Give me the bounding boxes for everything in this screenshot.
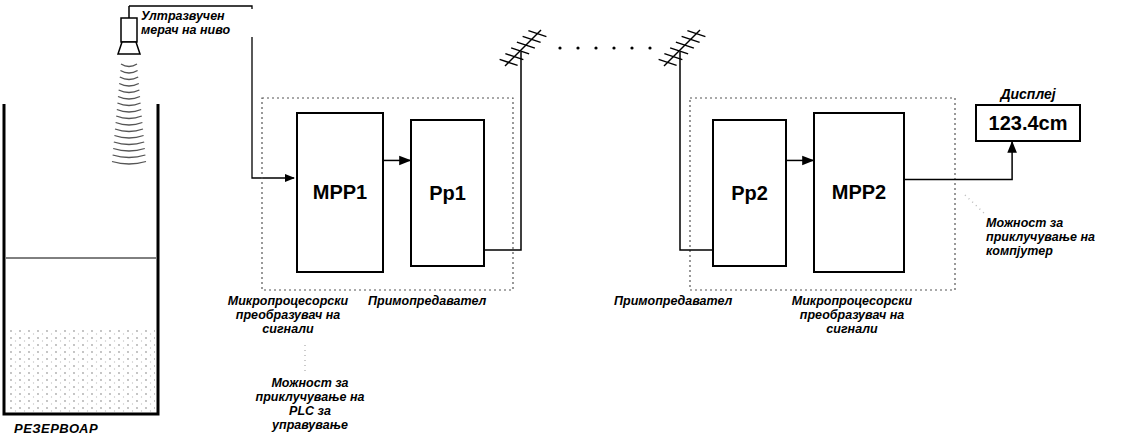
leader-line: [304, 345, 306, 372]
antenna: [500, 30, 547, 66]
antenna-feed: [485, 52, 521, 250]
display-value: 123.4cm: [989, 112, 1068, 135]
part-label: Микропроцесорски преобразувач на сигнали: [790, 294, 914, 336]
radio-link-dots: [558, 46, 651, 49]
leader-line: [965, 195, 985, 214]
antenna: [659, 30, 706, 66]
part-label: Микропроцесорски преобразувач на сигнали: [226, 294, 350, 336]
tank-label: РЕЗЕРВОАР: [14, 422, 134, 436]
display-box: Дисплеј123.4cm: [975, 104, 1081, 142]
signal-arrow: [384, 160, 410, 162]
module-frame: [262, 98, 513, 290]
sensor-wire: [129, 6, 294, 178]
converter-box: MPP2: [813, 112, 905, 273]
box-label: MPP1: [313, 181, 367, 204]
module-frame: [690, 98, 955, 290]
tank: [4, 104, 158, 414]
ultrasonic-sensor: [118, 6, 140, 54]
signal-arrow: [787, 160, 813, 162]
signal-arrow: [905, 142, 1012, 180]
note: Можност за приклучување на компјутер: [986, 216, 1114, 258]
box-label: Pp2: [731, 182, 768, 205]
note: Можност за приклучување на PLC за управу…: [252, 376, 368, 432]
sensor-label: Ултразвучен мерач на ниво: [141, 9, 253, 37]
ultrasonic-waves: [112, 64, 146, 164]
part-label: Примопредавател: [614, 294, 732, 308]
converter-box: MPP1: [296, 112, 384, 273]
display-heading: Дисплеј: [977, 86, 1079, 102]
antenna-feed: [680, 52, 712, 250]
box-label: Pp1: [429, 182, 466, 205]
box-label: MPP2: [832, 181, 886, 204]
transceiver-box: Pp1: [410, 119, 485, 267]
part-label: Примопредавател: [368, 294, 480, 308]
transceiver-box: Pp2: [712, 119, 787, 267]
